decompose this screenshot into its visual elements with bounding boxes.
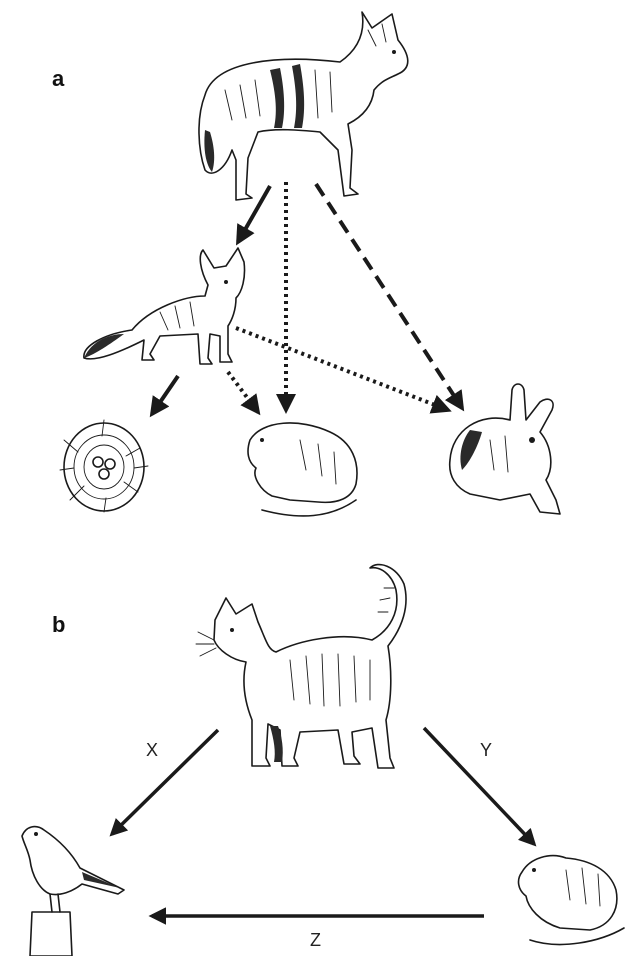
songbird-icon	[22, 827, 124, 956]
arrow-kitfox-to-nest	[152, 376, 178, 414]
arrow-label-x: X	[146, 740, 158, 760]
panel-label-b: b	[52, 612, 65, 637]
arrow-y-cat-to-rat	[424, 728, 534, 844]
coyote-icon	[199, 12, 408, 200]
arrow-kitfox-to-rodent	[228, 372, 258, 412]
cat-icon	[196, 565, 406, 768]
rodent-icon	[248, 423, 357, 516]
panel-label-a: a	[52, 66, 65, 91]
rabbit-icon	[450, 384, 560, 514]
kit-fox-icon	[84, 248, 245, 364]
rat-icon	[519, 856, 624, 945]
arrow-label-z: Z	[310, 930, 321, 950]
bird-nest-icon	[60, 420, 148, 512]
arrow-label-y: Y	[480, 740, 492, 760]
arrow-coyote-to-rabbit	[316, 184, 462, 408]
arrow-x-cat-to-bird	[112, 730, 218, 834]
